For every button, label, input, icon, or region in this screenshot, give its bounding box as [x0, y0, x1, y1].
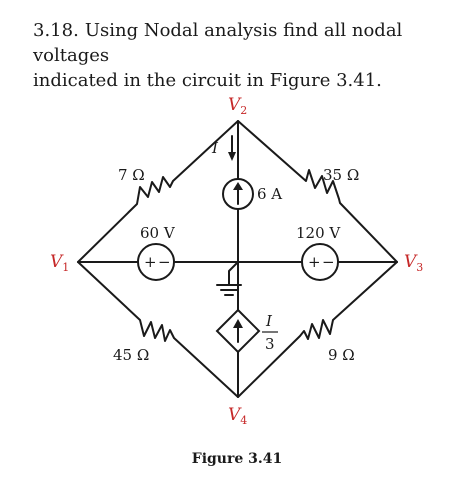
problem-number: 3.18. [33, 20, 79, 41]
problem-line-1: Using Nodal analysis find all nodal volt… [33, 20, 403, 66]
dependent-source-numerator: I [265, 312, 273, 330]
figure-caption: Figure 3.41 [191, 451, 283, 467]
voltage-source-60v-plus: + [144, 253, 157, 271]
node-label-v3: V3 [404, 252, 423, 274]
problem-line-2: indicated in the circuit in Figure 3.41. [33, 70, 382, 91]
resistor-7-ohm-label: 7 Ω [118, 166, 145, 184]
node-label-v4: V4 [228, 405, 247, 427]
resistor-9-ohm-label: 9 Ω [328, 346, 355, 364]
voltage-source-60v-minus: − [158, 253, 171, 271]
dependent-current-source [215, 308, 261, 354]
resistor-45-ohm [77, 261, 239, 398]
current-source-6a [222, 178, 254, 210]
dependent-source-label: I 3 [262, 312, 278, 353]
voltage-source-120v-plus: + [308, 253, 321, 271]
problem-statement: 3.18.Using Nodal analysis find all nodal… [33, 18, 463, 93]
dependent-source-denominator: 3 [265, 335, 275, 353]
resistor-9-ohm [237, 261, 398, 398]
node-label-v1: V1 [50, 252, 69, 274]
resistor-35-ohm-label: 35 Ω [323, 166, 359, 184]
resistor-45-ohm-label: 45 Ω [113, 346, 149, 364]
voltage-source-60v [137, 243, 175, 281]
current-arrow-icon [228, 135, 236, 161]
voltage-source-60v-label: 60 V [140, 224, 176, 242]
current-source-value: 6 A [257, 185, 282, 203]
voltage-source-120v [301, 243, 339, 281]
node-label-v2: V2 [228, 95, 247, 117]
resistor-7-ohm [77, 120, 239, 263]
voltage-source-120v-minus: − [322, 253, 335, 271]
ground-icon [216, 261, 242, 296]
current-label-i: I [211, 139, 219, 157]
voltage-source-120v-label: 120 V [296, 224, 341, 242]
resistor-35-ohm [237, 120, 398, 263]
